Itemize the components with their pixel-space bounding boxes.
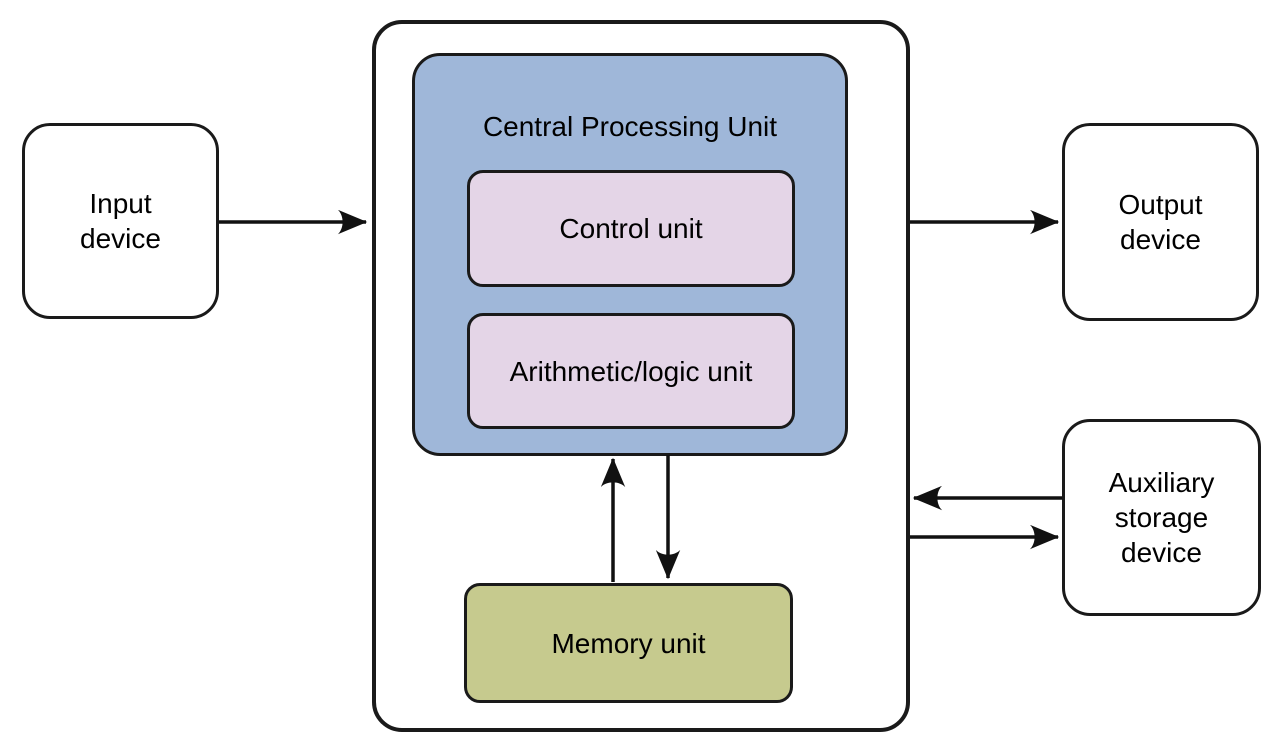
cpu-label: Central Processing Unit [482,111,778,142]
node-memory-unit: Memory unit [464,583,793,703]
node-auxiliary-storage-device: Auxiliary storage device [1062,419,1261,616]
node-system-unit: Central Processing Unit Control unit Ari… [372,20,910,732]
node-output-device: Output device [1062,123,1259,321]
aux-storage-label: Auxiliary storage device [1108,467,1215,568]
alu-label: Arithmetic/logic unit [509,355,753,387]
node-cpu: Central Processing Unit Control unit Ari… [412,53,848,456]
control-unit-label: Control unit [559,213,703,244]
node-control-unit: Control unit [467,170,795,287]
memory-unit-label: Memory unit [551,627,706,659]
node-input-device: Input device [22,123,219,319]
node-arithmetic-logic-unit: Arithmetic/logic unit [467,313,795,429]
input-device-label: Input device [80,188,161,254]
output-device-label: Output device [1118,189,1203,255]
